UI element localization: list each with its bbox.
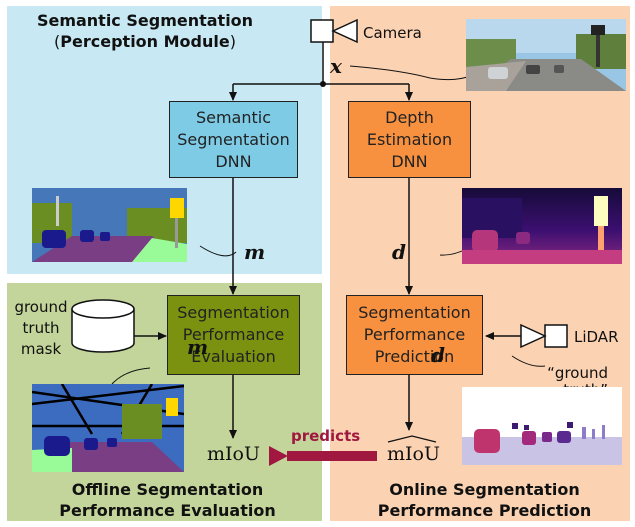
- ground-truth-mask-icon: [71, 299, 135, 353]
- ground-truth-mask-label: ground truth mask: [14, 298, 68, 358]
- segmentation-evaluation-label: Segmentation Performance Evaluation: [177, 303, 290, 366]
- d-bar-symbol: d: [431, 343, 445, 367]
- depth-estimation-image: [462, 188, 622, 264]
- camera-image: [466, 19, 626, 91]
- ground-truth-segmentation-image: [32, 384, 184, 472]
- predicts-label: predicts: [291, 427, 361, 445]
- m-bar-symbol: m: [187, 335, 209, 359]
- camera-icon: [310, 18, 358, 44]
- x-symbol: x: [330, 54, 342, 78]
- online-title-line1: Online Segmentation: [389, 480, 580, 499]
- segmentation-evaluation-box: Segmentation Performance Evaluation: [167, 295, 300, 375]
- online-title: Online Segmentation Performance Predicti…: [352, 479, 617, 521]
- offline-title: Offline Segmentation Performance Evaluat…: [30, 479, 305, 521]
- offline-title-line1: Offline Segmentation: [71, 480, 264, 499]
- d-symbol: d: [392, 240, 406, 264]
- m-symbol: m: [244, 240, 266, 264]
- offline-title-line2: Performance Evaluation: [59, 501, 276, 520]
- ground-truth-depth-image: [462, 387, 622, 465]
- semantic-segmentation-dnn-label: Semantic Segmentation DNN: [177, 107, 290, 171]
- perception-title-line1: Semantic Segmentation: [36, 11, 254, 30]
- miou-hat-label: mIoU: [387, 443, 440, 465]
- depth-estimation-dnn-box: Depth Estimation DNN: [348, 101, 471, 178]
- lidar-icon: [520, 323, 568, 349]
- online-title-line2: Performance Prediction: [377, 501, 592, 520]
- miou-label: mIoU: [207, 443, 260, 465]
- segmentation-prediction-label: Segmentation Performance Prediction: [358, 303, 471, 366]
- lidar-label: LiDAR: [574, 328, 619, 346]
- perception-title-line2: (Perception Module): [54, 32, 236, 51]
- segmentation-prediction-box: Segmentation Performance Prediction: [346, 295, 483, 375]
- depth-estimation-dnn-label: Depth Estimation DNN: [366, 107, 453, 171]
- semantic-segmentation-image: [32, 188, 187, 262]
- camera-label: Camera: [363, 24, 422, 42]
- semantic-segmentation-dnn-box: Semantic Segmentation DNN: [169, 101, 298, 178]
- perception-title: Semantic Segmentation (Perception Module…: [20, 10, 270, 52]
